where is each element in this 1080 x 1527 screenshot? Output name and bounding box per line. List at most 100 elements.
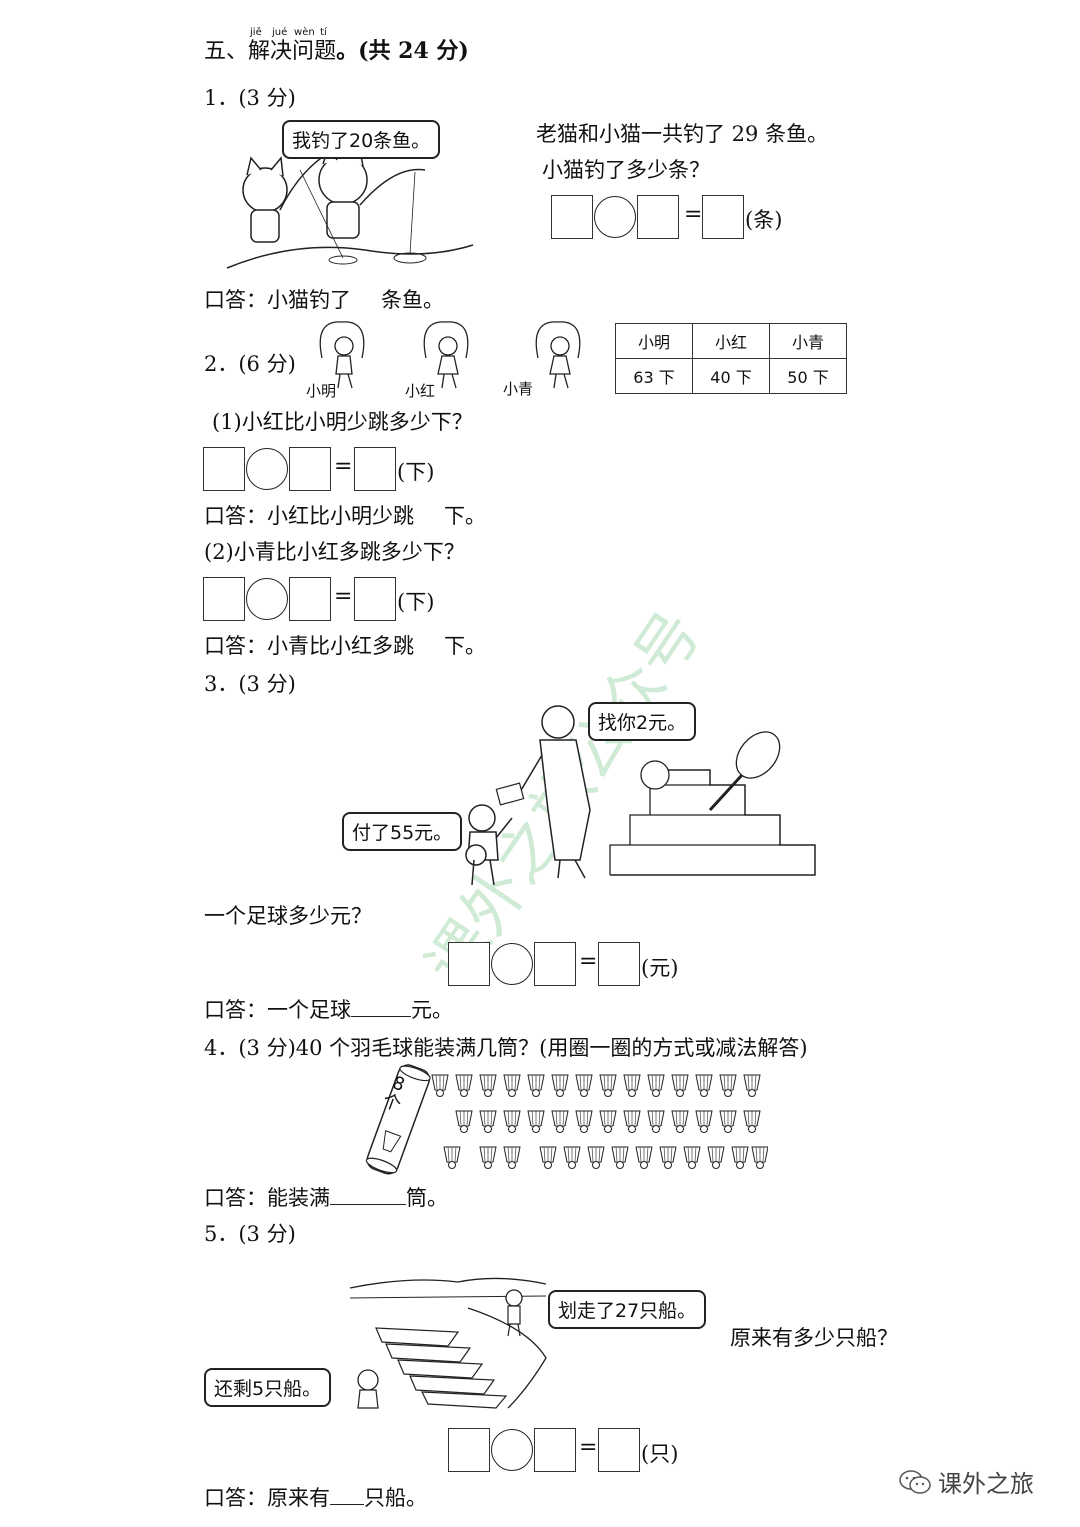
q3-question: 一个足球多少元？ [204, 904, 372, 928]
equals-sign: = [334, 454, 353, 479]
kid-label: 小青 [503, 380, 534, 398]
operator-circle[interactable] [491, 943, 533, 985]
kid-label: 小红 [405, 382, 436, 400]
answer-box[interactable] [448, 942, 490, 986]
brand-footer: 课外之旅 [898, 1464, 1034, 1499]
equals-sign: = [684, 202, 703, 227]
answer-box[interactable] [203, 577, 245, 621]
answer-box[interactable] [551, 195, 593, 239]
unit-label: (只) [641, 1442, 679, 1466]
operator-circle[interactable] [594, 196, 636, 238]
answer-box[interactable] [354, 447, 396, 491]
q1-question-line1: 老猫和小猫一共钓了 29 条鱼。 [536, 122, 829, 146]
q1-question-line2: 小猫钓了多少条？ [542, 158, 710, 182]
q5-question: 原来有多少只船？ [730, 1326, 898, 1350]
fishing-cats-illustration [226, 150, 474, 269]
boy-speech-bubble: 付了55元。 [342, 812, 463, 851]
equals-sign: = [579, 949, 598, 974]
answer-suffix: 下。 [444, 504, 486, 528]
table-cell: 小青 [769, 323, 847, 359]
q5-top-speech-bubble: 划走了27只船。 [548, 1290, 707, 1329]
answer-box[interactable] [448, 1428, 490, 1472]
jump-rope-kid-icon [319, 321, 365, 389]
sports-shop-illustration [465, 705, 816, 886]
pinyin: jué [272, 27, 288, 38]
answer-blank[interactable] [351, 1016, 411, 1017]
answer-box[interactable] [598, 942, 640, 986]
q2-part1-answer: 口答：小红比小明少跳 下。 [204, 504, 486, 529]
q5-answer: 口答：原来有 只船。 [204, 1486, 427, 1511]
unit-label: (元) [641, 956, 679, 980]
clerk-speech-bubble: 找你2元。 [588, 702, 697, 741]
pinyin: jiě [250, 27, 262, 38]
answer-suffix: 元。 [411, 998, 453, 1022]
shuttlecock-tube-icon [365, 1064, 431, 1175]
q1-speech-bubble: 我钓了20条鱼。 [282, 120, 441, 159]
q2-part2-answer: 口答：小青比小红多跳 下。 [204, 634, 486, 659]
answer-suffix: 筒。 [406, 1186, 448, 1210]
table-row: 63 下 40 下 50 下 [615, 358, 847, 394]
q1-number: 1．(3 分) [204, 86, 296, 110]
answer-prefix: 口答：原来有 [204, 1486, 330, 1510]
q2-number: 2．(6 分) [204, 352, 296, 376]
q4-answer: 口答：能装满 筒。 [204, 1186, 448, 1211]
unit-label: (下) [397, 460, 435, 484]
boats-lake-illustration [349, 1277, 547, 1409]
answer-prefix: 口答：小猫钓了 [204, 288, 351, 312]
answer-suffix: 下。 [444, 634, 486, 658]
section-char: 问 [292, 39, 315, 64]
q3-answer: 口答：一个足球 元。 [204, 998, 453, 1023]
q5-left-speech-bubble: 还剩5只船。 [204, 1368, 332, 1407]
answer-box[interactable] [289, 447, 331, 491]
section-char: 决 [270, 39, 293, 64]
answer-box[interactable] [289, 577, 331, 621]
q3-number: 3．(3 分) [204, 672, 296, 696]
table-cell: 63 下 [615, 358, 693, 394]
table-cell: 40 下 [692, 358, 770, 394]
answer-box[interactable] [637, 195, 679, 239]
table-header-row: 小明 小红 小青 [615, 323, 847, 359]
jump-rope-kid-icon [535, 321, 581, 389]
section-prefix: 五、 [204, 39, 249, 64]
operator-circle[interactable] [246, 448, 288, 490]
pinyin: wèn [294, 27, 315, 38]
answer-box[interactable] [702, 195, 744, 239]
answer-box[interactable] [534, 1428, 576, 1472]
answer-suffix: 条鱼。 [381, 288, 444, 312]
answer-box[interactable] [534, 942, 576, 986]
operator-circle[interactable] [491, 1429, 533, 1471]
answer-blank[interactable] [330, 1204, 406, 1205]
answer-prefix: 口答：能装满 [204, 1186, 330, 1210]
unit-label: (条) [745, 208, 783, 232]
answer-prefix: 口答：小红比小明少跳 [204, 504, 414, 528]
answer-blank[interactable] [330, 1504, 364, 1505]
q2-part2-question: (2)小青比小红多跳多少下？ [204, 540, 465, 564]
section-char: 题 [314, 39, 337, 64]
equals-sign: = [579, 1435, 598, 1460]
q2-part1-question: (1)小红比小明少跳多少下？ [212, 410, 473, 434]
answer-box[interactable] [354, 577, 396, 621]
answer-suffix: 只船。 [364, 1486, 427, 1510]
answer-prefix: 口答：小青比小红多跳 [204, 634, 414, 658]
jump-count-table: 小明 小红 小青 63 下 40 下 50 下 [615, 323, 847, 394]
equals-sign: = [334, 584, 353, 609]
wechat-icon [899, 1469, 931, 1494]
section-char: 解 [248, 39, 271, 64]
answer-box[interactable] [203, 447, 245, 491]
q1-answer: 口答：小猫钓了 条鱼。 [204, 288, 444, 313]
shuttlecocks-group-icon [431, 1074, 768, 1169]
brand-name: 课外之旅 [938, 1470, 1034, 1498]
q5-number: 5．(3 分) [204, 1222, 296, 1246]
pinyin: tí [320, 27, 327, 38]
table-cell: 小红 [692, 323, 770, 359]
answer-prefix: 口答：一个足球 [204, 998, 351, 1022]
jump-rope-kid-icon [423, 321, 469, 389]
table-cell: 小明 [615, 323, 693, 359]
table-cell: 50 下 [769, 358, 847, 394]
q4-number: 4．(3 分)40 个羽毛球能装满几筒？(用圈一圈的方式或减法解答) [204, 1036, 808, 1060]
section-score: 。(共 24 分) [336, 38, 469, 64]
kid-label: 小明 [306, 382, 337, 400]
answer-box[interactable] [598, 1428, 640, 1472]
operator-circle[interactable] [246, 578, 288, 620]
